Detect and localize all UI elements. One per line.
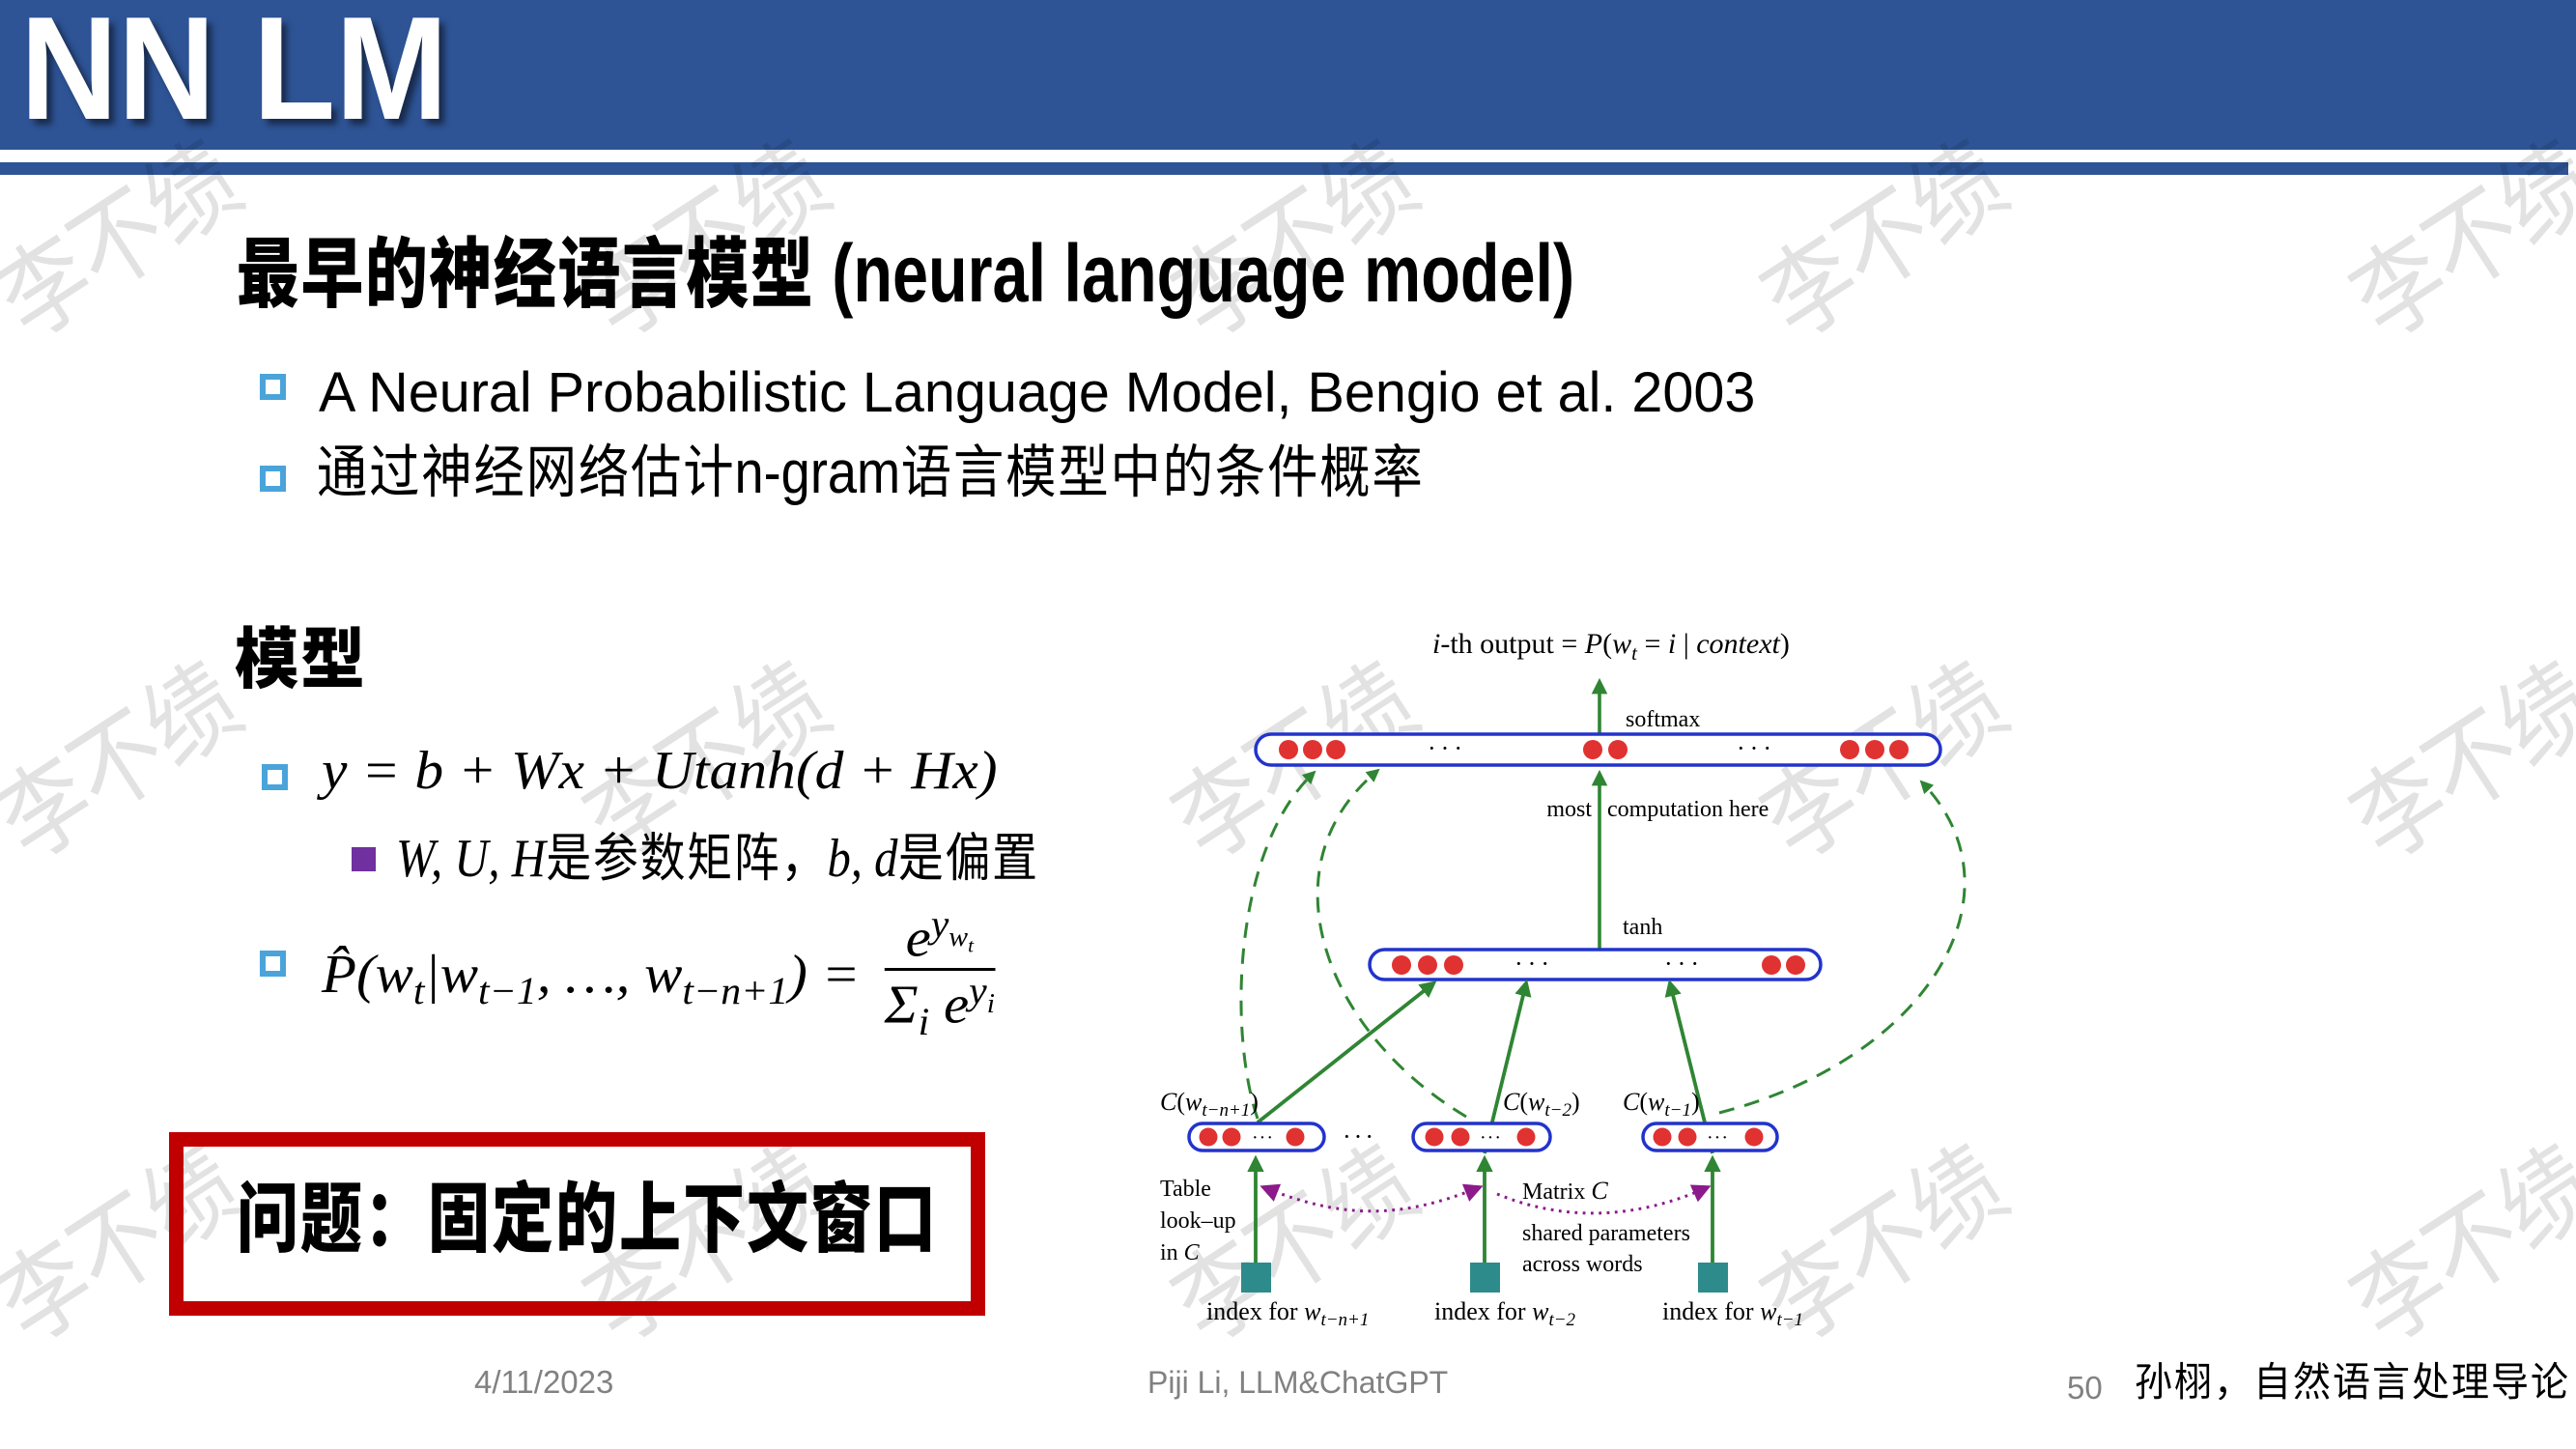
svg-text:···: ···: [1514, 950, 1554, 978]
svg-text:in C: in C: [1160, 1240, 1201, 1265]
svg-text:···: ···: [1480, 1127, 1502, 1149]
svg-text:index for wt−1: index for wt−1: [1662, 1297, 1803, 1330]
svg-text:computation here: computation here: [1607, 797, 1769, 822]
svg-text:C(wt−1): C(wt−1): [1623, 1088, 1700, 1121]
svg-text:look–up: look–up: [1160, 1208, 1236, 1234]
svg-text:shared parameters: shared parameters: [1522, 1221, 1690, 1246]
svg-text:index for wt−2: index for wt−2: [1434, 1297, 1576, 1330]
svg-text:C(wt−n+1): C(wt−n+1): [1160, 1088, 1259, 1121]
svg-text:Table: Table: [1160, 1177, 1211, 1202]
svg-text:···: ···: [1252, 1127, 1274, 1149]
svg-text:···: ···: [1664, 950, 1704, 978]
svg-text:···: ···: [1343, 1122, 1376, 1151]
svg-text:softmax: softmax: [1626, 707, 1700, 732]
svg-text:most: most: [1546, 797, 1592, 822]
svg-text:···: ···: [1428, 734, 1467, 762]
svg-text:Matrix C: Matrix C: [1522, 1177, 1608, 1205]
svg-text:C(wt−2): C(wt−2): [1503, 1088, 1580, 1121]
svg-text:index for wt−n+1: index for wt−n+1: [1206, 1297, 1369, 1330]
svg-text:i-th output = P(wt = i | conte: i-th output = P(wt = i | context): [1432, 628, 1790, 665]
svg-text:···: ···: [1737, 734, 1776, 762]
svg-text:tanh: tanh: [1623, 915, 1662, 940]
svg-text:···: ···: [1707, 1127, 1729, 1149]
svg-text:across words: across words: [1522, 1252, 1643, 1277]
